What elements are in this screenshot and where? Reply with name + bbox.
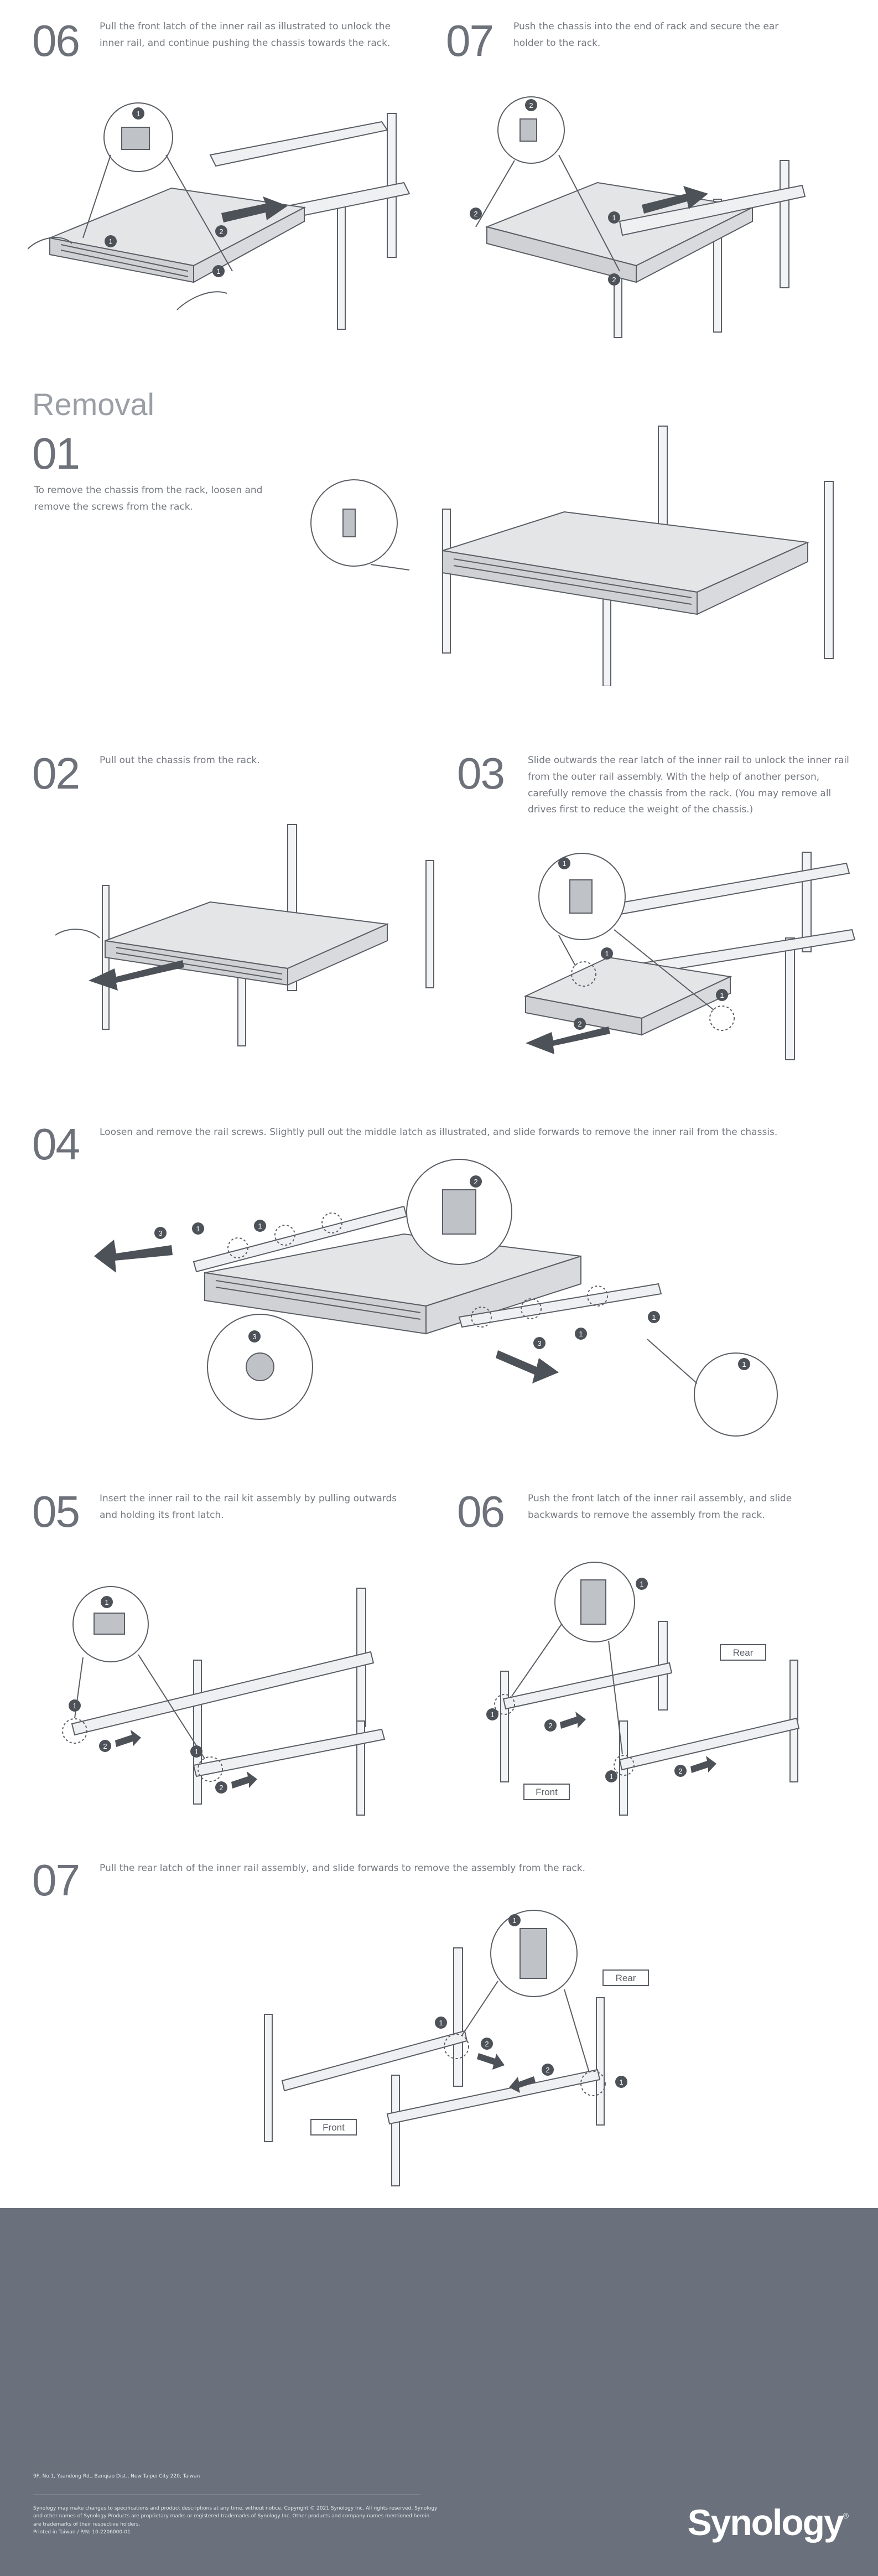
callout-number: 3 <box>252 1333 256 1341</box>
registered-mark: ® <box>843 2511 849 2520</box>
callout-number: 2 <box>578 1020 581 1028</box>
callout-number: 2 <box>474 210 477 218</box>
illustration-remove-rear-assembly: Rear Front 1 1 1 2 2 <box>264 1910 649 2186</box>
instruction-line: and holding its front latch. <box>100 1509 224 1521</box>
step-instruction: Pull out the chassis from the rack. <box>100 753 260 769</box>
step-number: 01 <box>32 429 80 478</box>
legal-line: and other names of Synology Products are… <box>33 2513 430 2520</box>
callout-number: 2 <box>103 1742 107 1750</box>
callout-number: 3 <box>537 1339 541 1347</box>
callout-number: 1 <box>72 1702 76 1710</box>
illustration-secure-ear: 2 2 2 1 <box>470 96 806 338</box>
step-instruction: Insert the inner rail to the rail kit as… <box>100 1491 397 1524</box>
callout-number: 2 <box>529 101 533 110</box>
step-instruction: Pull the front latch of the inner rail a… <box>100 19 391 52</box>
rear-label: Rear <box>733 1647 754 1658</box>
step-number: 07 <box>446 16 494 65</box>
instruction-line: from the outer rail assembly. With the h… <box>528 771 820 782</box>
callout-number: 2 <box>678 1767 682 1775</box>
callout-number: 1 <box>609 1772 613 1781</box>
callout-number: 2 <box>219 227 223 236</box>
callout-number: 2 <box>612 276 616 284</box>
step-number: 06 <box>32 16 80 65</box>
callout-number: 1 <box>194 1748 198 1756</box>
footer <box>0 2208 878 2576</box>
callout-number: 1 <box>439 2019 443 2027</box>
step-number: 04 <box>32 1119 80 1169</box>
step-number: 05 <box>32 1487 80 1536</box>
callout-number: 1 <box>720 991 724 999</box>
instruction-line: holder to the rack. <box>513 37 601 49</box>
step-number: 06 <box>457 1487 505 1536</box>
callout-number: 1 <box>652 1313 656 1321</box>
instruction-line: Push the chassis into the end of rack an… <box>513 21 779 32</box>
illustration-insert-inner-rail: 1 1 1 2 2 <box>62 1586 386 1816</box>
front-label: Front <box>536 1787 558 1797</box>
instruction-line: backwards to remove the assembly from th… <box>528 1509 765 1521</box>
callout-number: 2 <box>474 1178 477 1186</box>
illustration-remove-screws <box>310 426 834 686</box>
step-instruction: To remove the chassis from the rack, loo… <box>34 483 262 516</box>
callout-number: 1 <box>512 1916 516 1925</box>
instruction-line: Loosen and remove the rail screws. Sligh… <box>100 1127 778 1138</box>
callout-number: 2 <box>485 2040 489 2048</box>
instruction-line: To remove the chassis from the rack, loo… <box>34 485 263 496</box>
brand-wordmark: Synology <box>687 2502 844 2543</box>
illustration-remove-assembly: Rear Front 1 1 1 2 2 <box>486 1562 800 1816</box>
callout-number: 1 <box>216 267 220 276</box>
instruction-line: drives first to reduce the weight of the… <box>528 804 754 816</box>
instruction-line: remove the screws from the rack. <box>34 501 193 512</box>
illustration-pull-chassis <box>55 824 434 1046</box>
step-number: 03 <box>457 749 505 798</box>
callout-number: 1 <box>742 1360 746 1369</box>
callout-number: 2 <box>219 1784 223 1792</box>
callout-number: 1 <box>579 1330 583 1338</box>
step-number: 02 <box>32 749 80 798</box>
instruction-line: Push the front latch of the inner rail a… <box>528 1493 792 1504</box>
illustration-unlock-rail: 1 1 1 2 <box>523 852 856 1060</box>
legal-line: Synology may make changes to specificati… <box>33 2506 438 2511</box>
step-number: 07 <box>32 1855 80 1905</box>
callout-number: 1 <box>612 214 616 222</box>
step-instruction: Loosen and remove the rail screws. Sligh… <box>100 1124 777 1141</box>
company-name: Synology Inc. <box>33 2463 87 2472</box>
callout-number: 1 <box>258 1222 262 1230</box>
legal-notice: Synology may make changes to specificati… <box>33 2505 437 2537</box>
illustration-remove-inner-rail: 1 1 3 2 3 3 1 1 1 <box>94 1159 778 1437</box>
instruction-line: Pull the rear latch of the inner rail as… <box>100 1863 586 1874</box>
callout-number: 2 <box>545 2066 549 2074</box>
step-instruction: Pull the rear latch of the inner rail as… <box>100 1860 585 1877</box>
synology-logo: Synology® <box>687 2501 849 2543</box>
callout-number: 2 <box>548 1722 552 1730</box>
callout-number: 3 <box>158 1229 162 1237</box>
illustration-push-chassis: 1 1 1 2 <box>28 102 411 330</box>
callout-number: 1 <box>640 1580 643 1588</box>
callout-number: 1 <box>619 2078 623 2086</box>
callout-number: 1 <box>605 950 609 958</box>
step-instruction: Push the chassis into the end of rack an… <box>513 19 778 52</box>
callout-number: 1 <box>490 1711 494 1719</box>
callout-number: 1 <box>105 1598 108 1606</box>
print-info: Printed in Taiwan / P/N: 10-2206000-01 <box>33 2530 131 2536</box>
instruction-line: Pull out the chassis from the rack. <box>100 755 260 766</box>
instruction-line: Insert the inner rail to the rail kit as… <box>100 1493 397 1504</box>
instruction-line: Pull the front latch of the inner rail a… <box>100 21 391 32</box>
front-label: Front <box>323 2122 345 2133</box>
instruction-line: Slide outwards the rear latch of the inn… <box>528 755 849 766</box>
company-address: 9F, No.1, Yuandong Rd., Banqiao Dist., N… <box>33 2474 200 2479</box>
callout-number: 1 <box>562 859 566 868</box>
step-instruction: Slide outwards the rear latch of the inn… <box>528 753 849 818</box>
instruction-line: inner rail, and continue pushing the cha… <box>100 37 391 49</box>
callout-number: 1 <box>196 1225 200 1233</box>
callout-number: 1 <box>136 110 140 118</box>
step-instruction: Push the front latch of the inner rail a… <box>528 1491 792 1524</box>
rear-label: Rear <box>616 1973 636 1983</box>
instruction-line: carefully remove the chassis from the ra… <box>528 787 832 799</box>
section-title: Removal <box>32 387 154 422</box>
legal-line: are trademarks of their respective holde… <box>33 2521 141 2527</box>
callout-markers: 1 1 1 2 <box>105 107 227 277</box>
callout-number: 1 <box>108 237 112 246</box>
